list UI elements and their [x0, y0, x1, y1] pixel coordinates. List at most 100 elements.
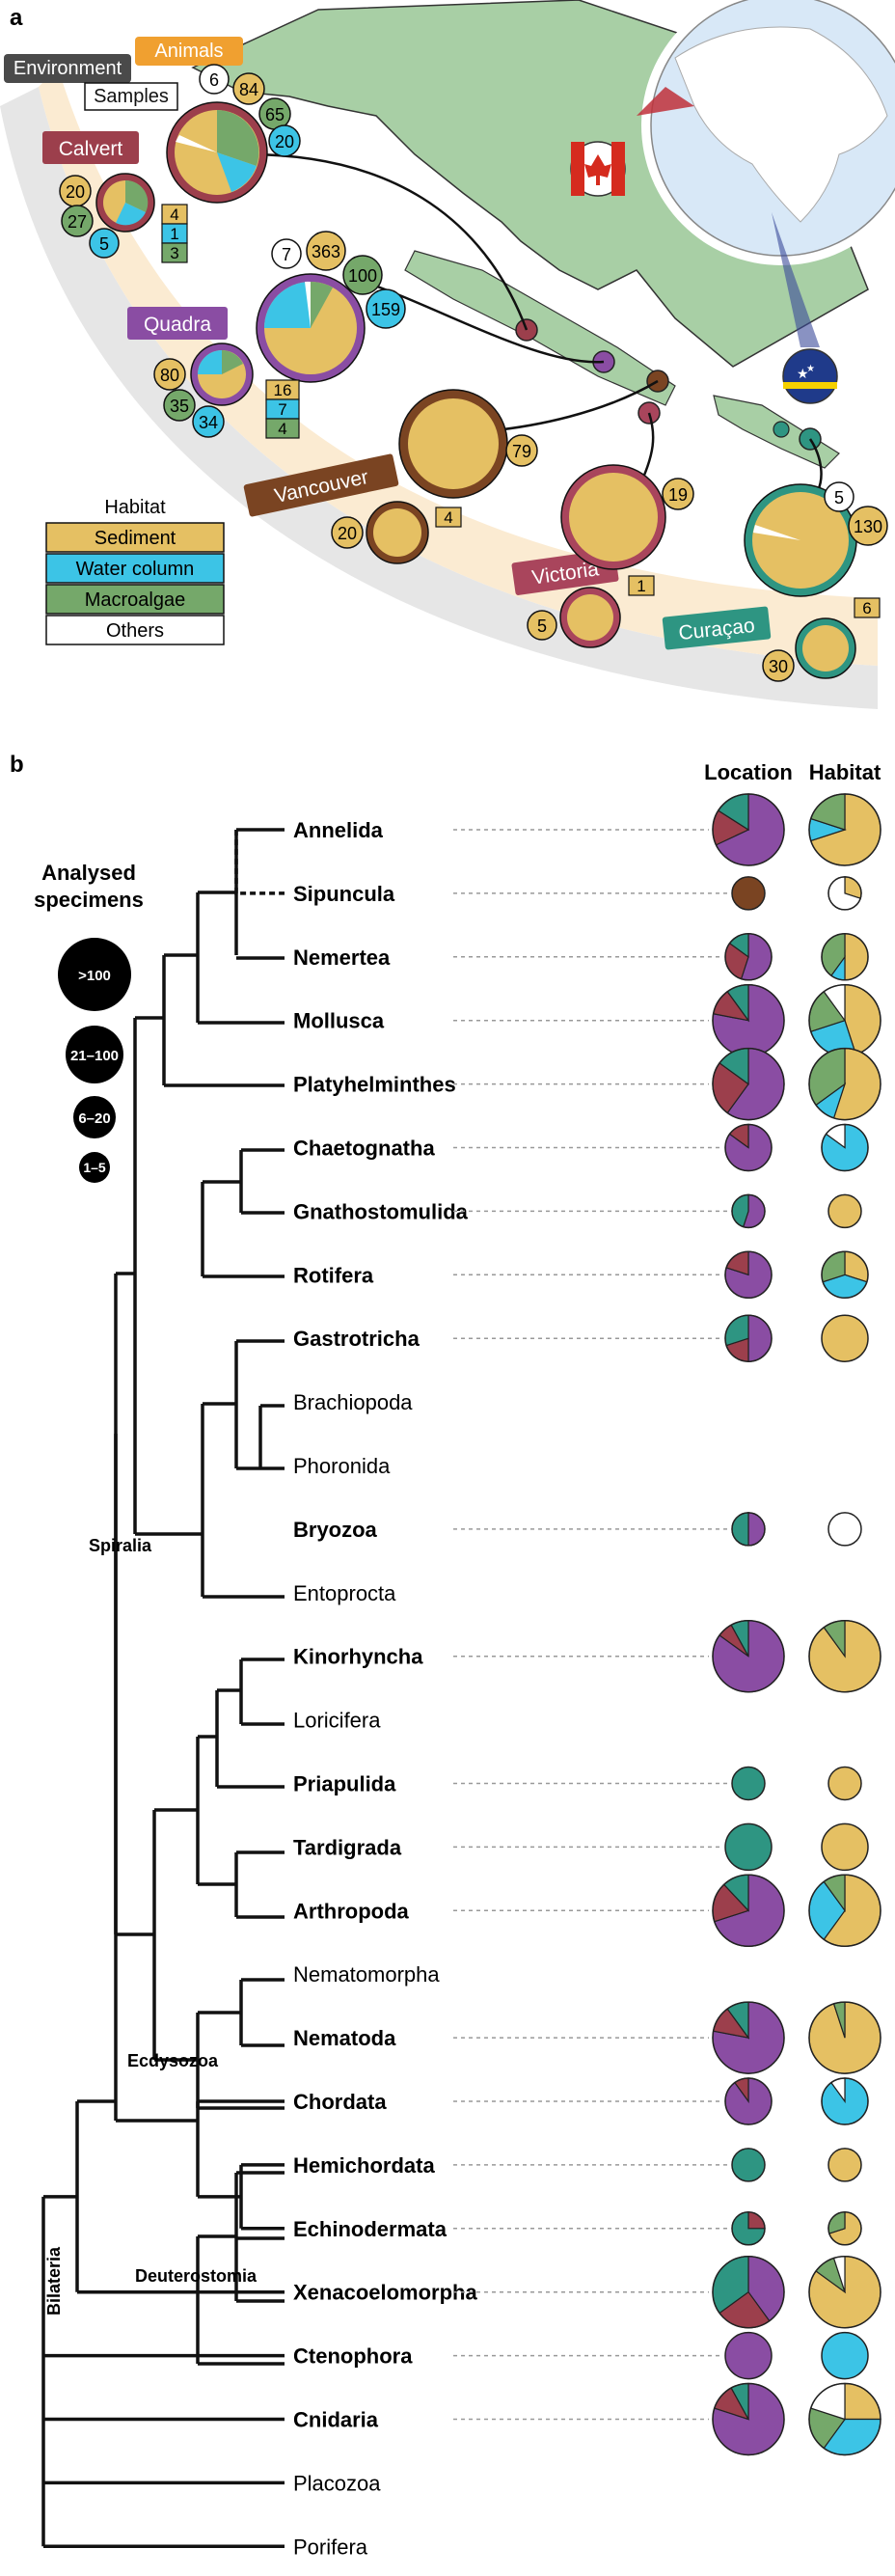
animal-count: 100	[348, 266, 377, 286]
environment-tag: Environment	[14, 58, 122, 79]
clade-label-spiralia: Spiralia	[89, 1536, 152, 1555]
habitat-pie-slice	[821, 1314, 869, 1362]
location-pie	[724, 933, 773, 981]
habitat-legend-title: Habitat	[104, 497, 166, 518]
site-quadra: Quadra 7 363 100 159 80 35 34 16	[127, 231, 406, 439]
habitat-pie	[821, 2077, 869, 2125]
environment-count: 6	[862, 599, 871, 617]
sample-count: 27	[68, 212, 87, 232]
habitat-pie-slice	[827, 1512, 862, 1547]
taxa-rows: AnnelidaSipunculaNemerteaMolluscaPlatyhe…	[44, 793, 881, 2559]
taxon-label: Gnathostomulida	[293, 1199, 469, 1223]
habitat-pie	[808, 2382, 881, 2456]
site-calvert: Calvert 6 84 65 20 20 27 5 4	[42, 64, 301, 263]
location-pie	[712, 2255, 785, 2329]
animal-count: 19	[668, 485, 688, 505]
habitat-pie	[808, 1874, 881, 1948]
habitat-pie	[808, 1619, 881, 1693]
sample-count: 35	[170, 397, 189, 416]
sample-count: 5	[537, 617, 547, 636]
taxon-label: Nematomorpha	[293, 1962, 440, 1987]
location-pie	[731, 1766, 766, 1801]
location-column-header: Location	[704, 760, 793, 784]
location-pie	[712, 1047, 785, 1121]
habitat-legend-label: Others	[106, 620, 164, 642]
site-victoria: Victoria 19 5 1	[511, 464, 694, 648]
sample-count: 20	[338, 524, 357, 543]
samples-tag: Samples	[94, 86, 169, 107]
habitat-legend-swatch	[45, 522, 225, 553]
taxon-label: Echinodermata	[293, 2217, 448, 2241]
size-class: >100	[78, 968, 111, 984]
panel-a-label: a	[10, 5, 23, 31]
svg-text:★: ★	[806, 364, 815, 374]
animal-count: 84	[239, 80, 258, 99]
sample-count: 30	[769, 657, 788, 676]
location-pie-slice	[731, 876, 766, 911]
environment-count: 7	[278, 400, 286, 419]
taxon-label: Phoronida	[293, 1454, 391, 1478]
taxon-label: Kinorhyncha	[293, 1645, 423, 1669]
location-pie-slice	[731, 1512, 749, 1547]
location-pie	[724, 1250, 773, 1300]
location-pie	[712, 983, 785, 1057]
taxon-label: Sipuncula	[293, 882, 395, 906]
location-pie	[712, 793, 785, 866]
site-label: Quadra	[144, 314, 211, 336]
habitat-column-header: Habitat	[809, 760, 881, 784]
taxon-label: Cnidaria	[293, 2408, 379, 2432]
animal-count: 20	[275, 132, 294, 151]
habitat-pie	[808, 2255, 881, 2329]
habitat-pie-slice	[821, 1822, 869, 1872]
habitat-pie	[827, 1193, 862, 1229]
environment-count: 1	[637, 577, 645, 595]
environment-count: 4	[278, 420, 286, 438]
taxon-label: Rotifera	[293, 1263, 374, 1287]
location-pie-slice	[731, 1766, 766, 1801]
sample-count: 20	[66, 182, 85, 202]
animal-count: 6	[209, 70, 219, 90]
taxon-label: Tardigrada	[293, 1835, 402, 1859]
size-class: 6–20	[78, 1110, 110, 1127]
habitat-pie	[821, 1822, 869, 1872]
environment-count: 1	[170, 225, 178, 243]
taxon-label: Platyhelminthes	[293, 1073, 456, 1097]
clade-label-bilateria: Bilateria	[44, 2246, 64, 2316]
sample-count: 34	[199, 413, 218, 432]
habitat-legend-label: Sediment	[95, 528, 176, 549]
taxon-label: Placozoa	[293, 2471, 381, 2495]
location-pie	[712, 2382, 785, 2456]
location-pie	[731, 876, 766, 911]
panel-b-label: b	[10, 752, 24, 778]
taxon-label: Gastrotricha	[293, 1327, 420, 1351]
habitat-pie	[827, 876, 862, 911]
animal-count: 79	[512, 442, 531, 461]
taxon-label: Hemichordata	[293, 2153, 435, 2178]
clade-label-deuterostomia: Deuterostomia	[135, 2266, 258, 2286]
taxon-label: Chordata	[293, 2090, 387, 2114]
location-pie	[712, 1874, 785, 1948]
site-label: Calvert	[59, 138, 123, 160]
habitat-pie	[808, 983, 881, 1057]
location-pie	[731, 2211, 766, 2246]
habitat-legend-swatch	[45, 584, 225, 615]
location-pie	[724, 2077, 773, 2125]
curacao-flag-icon: ★ ★	[782, 348, 838, 404]
taxon-label: Nemertea	[293, 945, 391, 970]
taxon-label: Mollusca	[293, 1009, 385, 1033]
habitat-pie	[827, 2211, 862, 2246]
animal-count: 65	[265, 105, 285, 124]
taxon-label: Xenacoelomorpha	[293, 2281, 477, 2305]
animal-count: 5	[834, 488, 844, 507]
size-legend: Analysed specimens >100 21–100 6–20 1–5	[34, 861, 144, 1183]
site-vancouver: Vancouver 79 20 4	[243, 389, 538, 564]
habitat-pie-slice	[821, 2331, 869, 2380]
canada-flag-icon	[570, 141, 626, 197]
animals-tag: Animals	[154, 41, 223, 62]
location-pie-slice	[724, 2331, 773, 2380]
habitat-pie	[827, 2148, 862, 2182]
phylogenetic-tree-backbone	[41, 830, 285, 2549]
location-pie-slice	[724, 1822, 773, 1872]
habitat-pie	[821, 2331, 869, 2380]
